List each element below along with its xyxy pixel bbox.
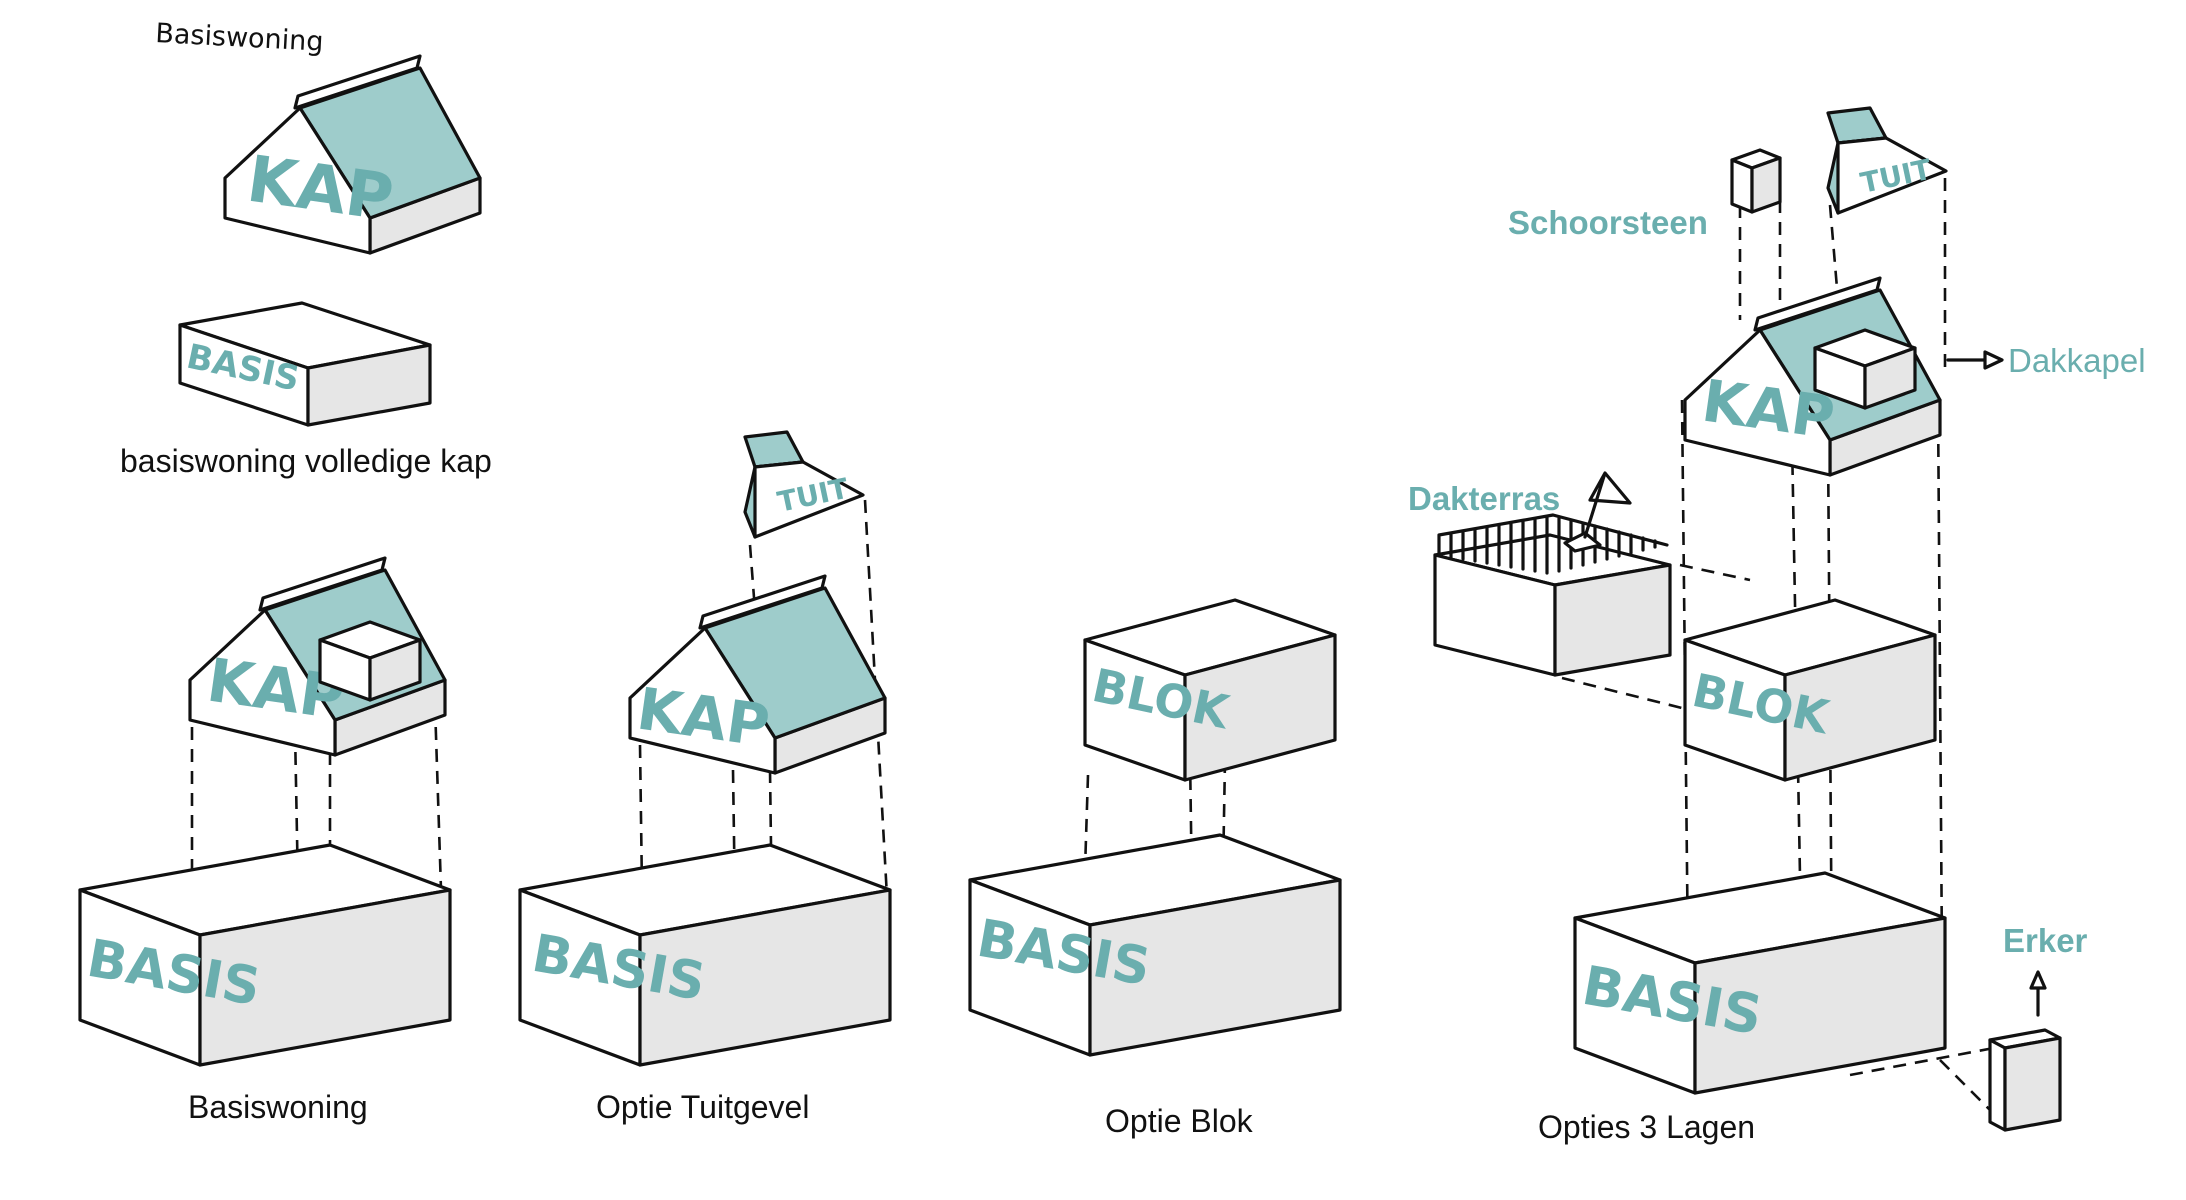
label-schoorsteen: Schoorsteen (1508, 204, 1708, 241)
drie-lagen-blok-block: BLOK (1683, 598, 1937, 782)
drie-lagen-chimney (1730, 148, 1782, 214)
drie-lagen-erker-block (1988, 1028, 2062, 1132)
caption-basiswoning: Basiswoning (188, 1089, 368, 1125)
blok-basis-block: BASIS (968, 833, 1342, 1057)
legend-basis-block: BASIS (178, 301, 432, 427)
drie-lagen-dormer (1813, 328, 1917, 410)
legend-caption: basiswoning volledige kap (120, 443, 492, 479)
caption-drie-lagen: Opties 3 Lagen (1538, 1109, 1755, 1145)
tuitgevel-basis-block: BASIS (518, 843, 892, 1067)
tuitgevel-tuit-block: TUIT (743, 430, 865, 539)
erker-arrow-icon (2029, 970, 2047, 1017)
drie-lagen-kap-block: KAP (1683, 276, 1942, 477)
basiswoning-dormer (318, 620, 422, 702)
legend-title: Basiswoning (155, 18, 325, 58)
basiswoning-kap-block: KAP (188, 556, 447, 757)
tuitgevel-kap-block: KAP (628, 574, 887, 775)
drie-lagen-basis-block: BASIS (1573, 871, 1947, 1095)
basiswoning-basis-block: BASIS (78, 843, 452, 1067)
legend-kap-block: KAP (223, 54, 482, 255)
blok-blok-block: BLOK (1083, 598, 1337, 782)
caption-blok: Optie Blok (1105, 1103, 1254, 1139)
drie-lagen-tuit-block: TUIT (1826, 106, 1948, 215)
label-dakterras: Dakterras (1408, 480, 1560, 517)
caption-tuitgevel: Optie Tuitgevel (596, 1089, 809, 1125)
label-dakkapel: Dakkapel (2008, 342, 2146, 379)
parasol-icon (1563, 471, 1632, 553)
label-erker: Erker (2003, 922, 2088, 959)
drie-lagen-dakterras-block (1433, 471, 1672, 677)
dakkapel-arrow-icon (1946, 350, 2004, 370)
